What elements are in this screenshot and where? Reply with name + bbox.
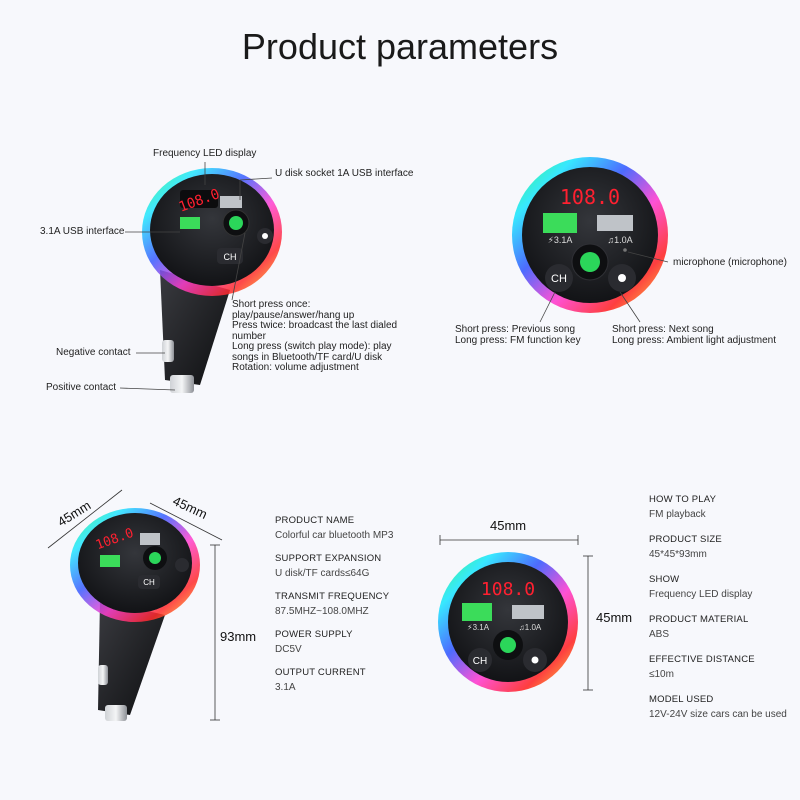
spec-value: ≤10m — [649, 669, 674, 680]
label-u-disk-socket: U disk socket 1A USB interface — [275, 168, 414, 179]
device-body — [160, 270, 230, 385]
dim-height: 93mm — [220, 629, 257, 644]
spec-name: PRODUCT MATERIAL — [649, 614, 749, 625]
knob-line: play/pause/answer/hang up — [232, 309, 355, 321]
page-title: Product parameters — [241, 26, 559, 67]
spec-value: 3.1A — [275, 682, 296, 693]
knob-line: Long press (switch play mode): play — [232, 341, 392, 352]
knob-line: number — [232, 330, 266, 342]
knob-line: Short press once: — [232, 299, 311, 310]
specs-middle: PRODUCT NAME Colorful car bluetooth MP3 … — [275, 515, 393, 693]
dim-side: 45mm — [596, 610, 633, 625]
spec-value: Colorful car bluetooth MP3 — [275, 530, 394, 541]
label-ch-functions: Short press: Previous song Long press: F… — [455, 324, 581, 346]
spec-value: Frequency LED display — [649, 589, 753, 600]
usb-port-silver — [220, 196, 242, 208]
spec-name: EFFECTIVE DISTANCE — [649, 654, 755, 665]
label-positive-contact: Positive contact — [46, 382, 117, 393]
spec-value: U disk/TF cards≤64G — [275, 568, 370, 579]
svg-text:⚡3.1A: ⚡3.1A — [467, 623, 490, 632]
led-display-text: 108.0 — [560, 185, 620, 209]
svg-text:108.0: 108.0 — [481, 579, 535, 600]
spec-value: 45*45*93mm — [649, 549, 707, 560]
spec-name: SHOW — [649, 574, 680, 585]
light-line: Long press: Ambient light adjustment — [612, 334, 776, 346]
knob-line: Press twice: broadcast the last dialed — [232, 320, 398, 331]
usb-port-silver — [597, 215, 633, 231]
light-line: Short press: Next song — [612, 324, 714, 335]
phone-icon — [229, 216, 243, 230]
plug-tip — [170, 375, 194, 393]
usb-port-green — [543, 213, 577, 233]
ch-line: Short press: Previous song — [455, 324, 576, 335]
spec-value: ABS — [649, 629, 670, 640]
svg-text:CH: CH — [473, 656, 487, 667]
device-front-bottom: 108.0 ⚡3.1A ♫1.0A CH — [438, 535, 593, 692]
ch-line: Long press: FM function key — [455, 334, 581, 346]
dim-top-width: 45mm — [490, 518, 527, 533]
negative-contact — [162, 340, 174, 362]
dim-line-width-a — [47, 489, 123, 549]
spec-name: TRANSMIT FREQUENCY — [275, 591, 390, 602]
spec-value: DC5V — [275, 644, 302, 655]
label-frequency-led: Frequency LED display — [153, 148, 257, 159]
svg-text:♫1.0A: ♫1.0A — [607, 235, 632, 245]
dim-line-width-b — [149, 502, 223, 541]
device-angled-bottom: 108.0 CH — [47, 489, 223, 721]
svg-text:CH: CH — [551, 273, 567, 285]
spec-value: FM playback — [649, 509, 706, 520]
label-light-functions: Short press: Next song Long press: Ambie… — [612, 324, 776, 346]
spec-name: OUTPUT CURRENT — [275, 667, 366, 678]
device-angled-top: 108.0 CH — [119, 162, 282, 393]
specs-right: HOW TO PLAY FM playback PRODUCT SIZE 45*… — [649, 494, 787, 720]
spec-name: PRODUCT SIZE — [649, 534, 722, 545]
device-front-top: 108.0 ⚡3.1A ♫1.0A CH — [512, 157, 669, 323]
phone-icon — [580, 252, 600, 272]
spec-name: MODEL USED — [649, 694, 714, 705]
spec-value: 87.5MHZ~108.0MHZ — [275, 606, 369, 617]
spec-name: HOW TO PLAY — [649, 494, 717, 505]
usb-port-green — [180, 217, 200, 229]
spec-name: POWER SUPPLY — [275, 629, 353, 640]
knob-line: Rotation: volume adjustment — [232, 362, 359, 373]
spec-name: PRODUCT NAME — [275, 515, 355, 526]
label-usb-31: 3.1A USB interface — [40, 226, 125, 237]
spec-name: SUPPORT EXPANSION — [275, 553, 382, 564]
svg-text:⚡3.1A: ⚡3.1A — [548, 235, 573, 245]
svg-text:CH: CH — [224, 252, 237, 262]
knob-line: songs in Bluetooth/TF card/U disk — [232, 351, 383, 363]
svg-text:CH: CH — [143, 578, 155, 587]
label-negative-contact: Negative contact — [56, 347, 131, 358]
spec-value: 12V-24V size cars can be used — [649, 709, 787, 720]
microphone-hole — [623, 248, 627, 252]
svg-text:♫1.0A: ♫1.0A — [519, 623, 542, 632]
label-microphone: microphone (microphone) — [673, 257, 787, 268]
label-knob-functions: Short press once: play/pause/answer/hang… — [232, 299, 432, 374]
